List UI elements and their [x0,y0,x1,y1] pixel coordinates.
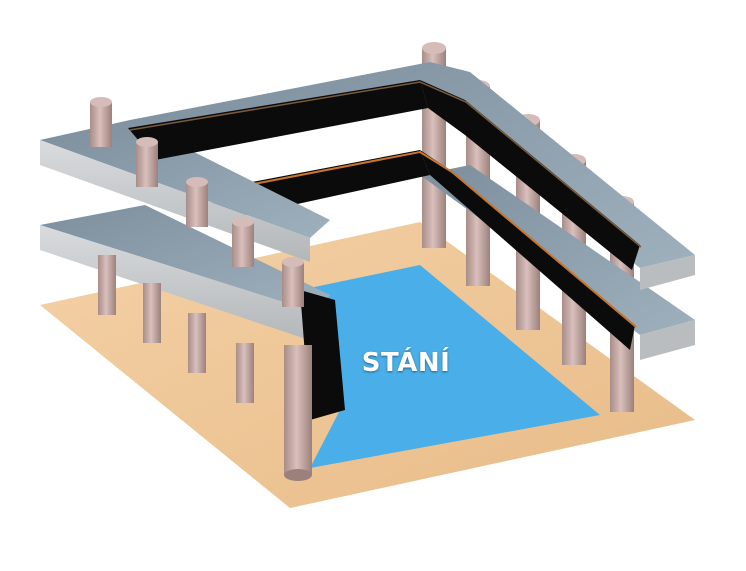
upper-columns [90,97,304,307]
front-columns [98,255,312,481]
upper-stands [128,80,642,270]
standing-area-label: STÁNÍ [361,348,451,378]
lower-slab-left [40,205,330,342]
standing-area [300,265,600,468]
